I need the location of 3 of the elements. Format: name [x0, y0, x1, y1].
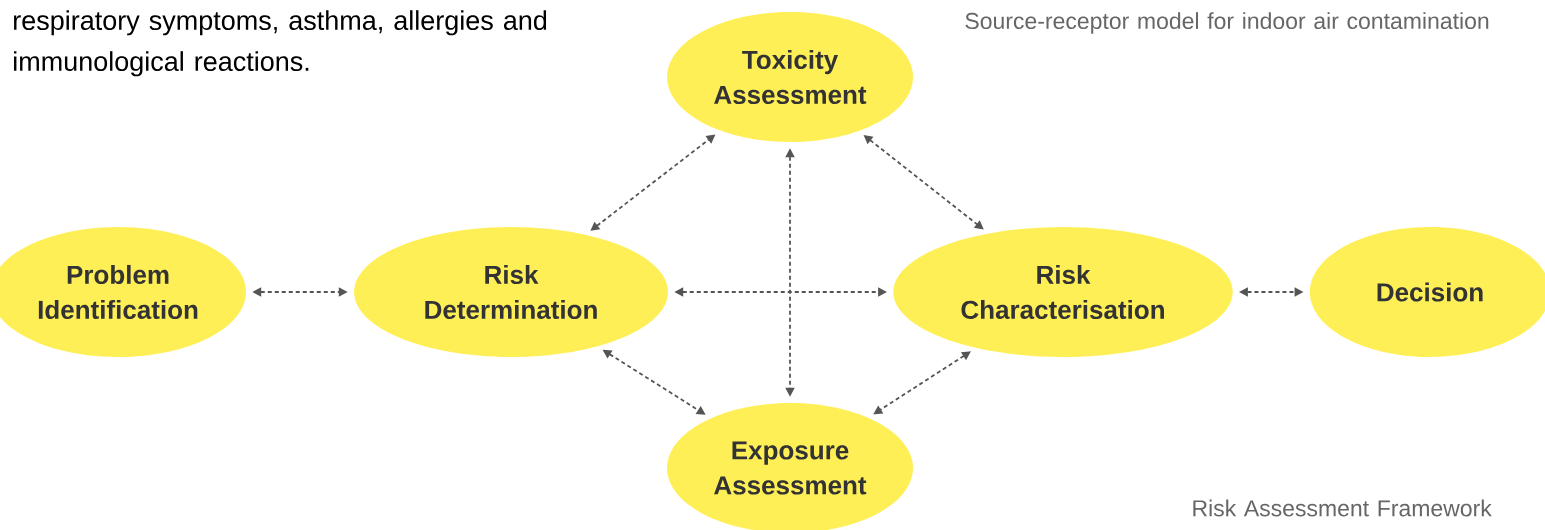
- note-text: Source-receptor model for indoor air contamination: [965, 12, 1489, 34]
- note-text: Risk Assessment Framework: [1193, 499, 1492, 517]
- note-text: respiratory symptoms, asthma, allergies and immunological reactions.: [14, 10, 547, 77]
